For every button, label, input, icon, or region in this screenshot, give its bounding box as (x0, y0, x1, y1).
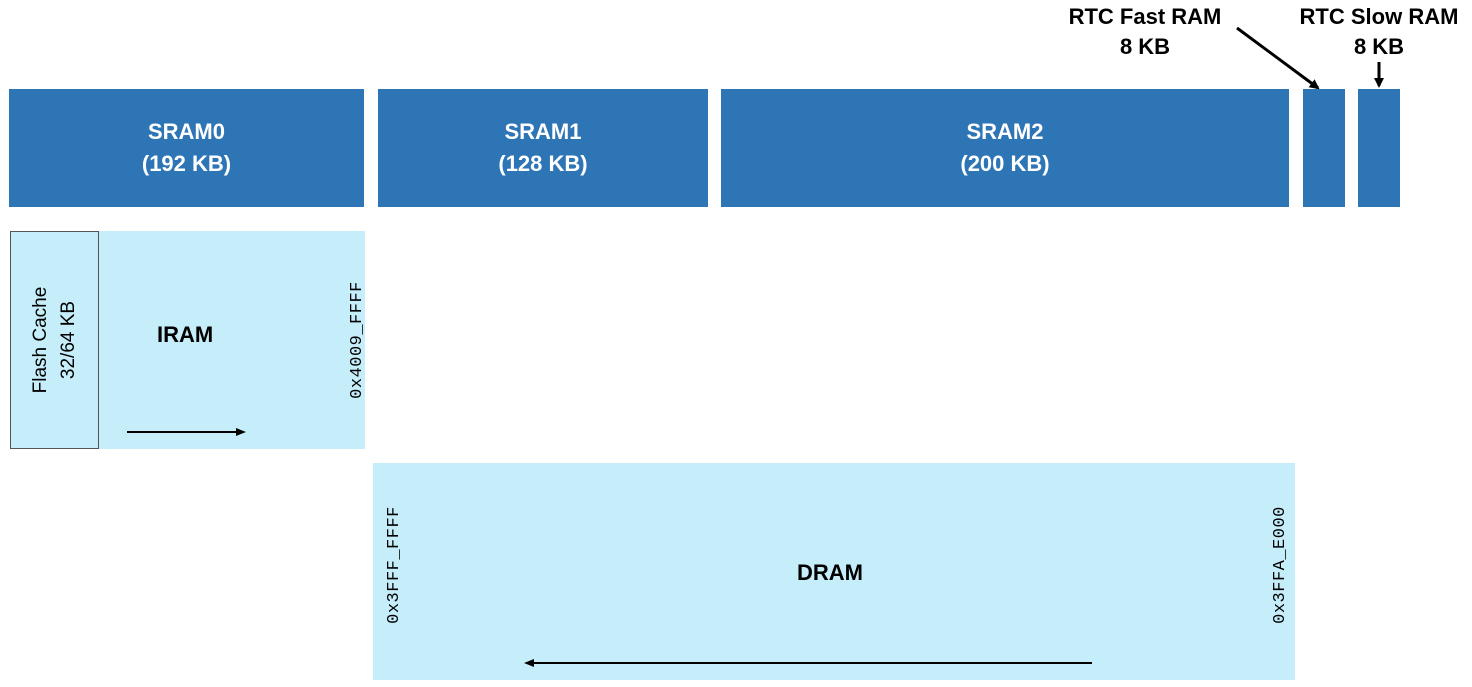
sram2-size: (200 KB) (960, 151, 1050, 176)
rtc-fast-ram-name: RTC Fast RAM (1068, 4, 1222, 29)
dram-direction-arrow (524, 659, 1092, 667)
dram-label: DRAM (797, 560, 863, 585)
iram-label: IRAM (157, 322, 214, 347)
flash-cache-block: Flash Cache 32/64 KB (10, 231, 99, 449)
sram0-name: SRAM0 (147, 119, 225, 144)
sram2-block: SRAM2 (200 KB) (721, 89, 1289, 207)
iram-direction-arrow (127, 428, 246, 436)
sram1-block: SRAM1 (128 KB) (378, 89, 708, 207)
rtc-slow-ram-label: RTC Slow RAM 8 KB (1288, 2, 1470, 62)
dram-start-address: 0x3FFF_FFFF (385, 506, 404, 624)
dram-region (373, 463, 1295, 680)
sram0-size: (192 KB) (141, 151, 232, 176)
flash-cache-title: Flash Cache (30, 286, 51, 394)
iram-end-address: 0x4009_FFFF (348, 281, 367, 399)
rtc-fast-ram-size: 8 KB (1119, 34, 1171, 59)
flash-cache-label: Flash Cache 32/64 KB (27, 240, 83, 440)
sram0-block: SRAM0 (192 KB) (9, 89, 364, 207)
rtc-fast-arrow (1236, 26, 1320, 90)
sram1-name: SRAM1 (504, 119, 582, 144)
rtc-slow-ram-name: RTC Slow RAM (1299, 4, 1459, 29)
sram2-name: SRAM2 (966, 119, 1044, 144)
rtc-arrows (1236, 26, 1384, 90)
dram-end-address: 0x3FFA_E000 (1271, 506, 1290, 624)
rtc-slow-ram-size: 8 KB (1353, 34, 1405, 59)
rtc-fast-ram-block (1303, 89, 1345, 207)
iram-region (98, 231, 365, 449)
rtc-slow-ram-block (1358, 89, 1400, 207)
sram1-size: (128 KB) (498, 151, 588, 176)
rtc-fast-ram-label: RTC Fast RAM 8 KB (1060, 2, 1230, 62)
flash-cache-size: 32/64 KB (58, 300, 79, 380)
